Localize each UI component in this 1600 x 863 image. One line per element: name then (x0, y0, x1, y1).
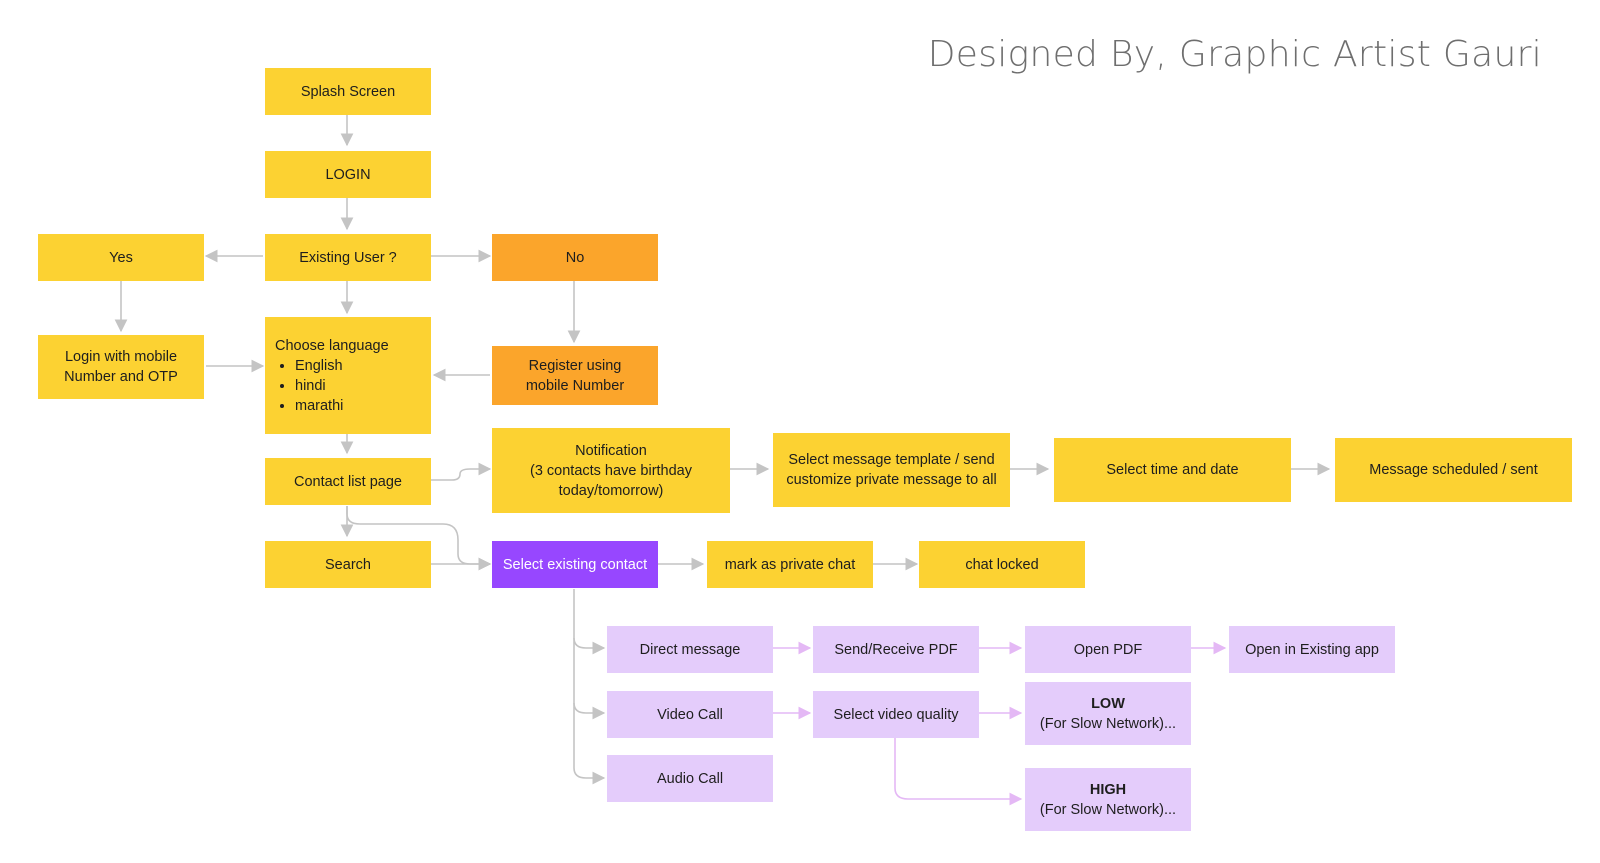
notification-line1: Notification (575, 442, 647, 459)
language-option-english: English (295, 356, 343, 376)
low-quality-label: LOW (1091, 695, 1125, 712)
login-node: LOGIN (265, 151, 431, 198)
contact-list-label: Contact list page (293, 473, 402, 490)
select-contact-label: Select existing contact (502, 556, 648, 573)
low-quality-node: LOW (For Slow Network)... (1025, 682, 1191, 745)
notification-node: Notification (3 contacts have birthday t… (492, 428, 730, 513)
chat-locked-node: chat locked (919, 541, 1085, 588)
high-quality-label: HIGH (1089, 781, 1127, 798)
register-line2: mobile Number (525, 377, 625, 394)
select-time-label: Select time and date (1106, 462, 1239, 478)
select-template-line1: Select message template / send (788, 452, 995, 468)
open-pdf-label: Open PDF (1073, 641, 1143, 658)
splash-screen-node: Splash Screen (265, 68, 431, 115)
mark-private-label: mark as private chat (724, 556, 856, 573)
language-options: English hindi marathi (275, 356, 343, 416)
direct-message-node: Direct message (607, 626, 773, 673)
login-otp-line2: Number and OTP (64, 369, 178, 385)
select-quality-label: Select video quality (833, 706, 959, 723)
choose-language-node: Choose language English hindi marathi (265, 317, 431, 434)
arrow-quality-to-high (894, 738, 1023, 806)
high-quality-node: HIGH (For Slow Network)... (1025, 768, 1191, 831)
designer-credit: Designed By, Graphic Artist Gauri (927, 34, 1542, 75)
scheduled-node: Message scheduled / sent (1335, 438, 1572, 502)
mark-private-node: mark as private chat (707, 541, 873, 588)
low-quality-note: (For Slow Network)... (1039, 715, 1177, 732)
select-time-node: Select time and date (1054, 438, 1291, 502)
existing-user-node: Existing User ? (265, 234, 431, 281)
arrow-contacts-to-select-contact (346, 506, 492, 571)
search-label: Search (325, 556, 371, 573)
register-node: Register using mobile Number (492, 346, 658, 405)
high-quality-note: (For Slow Network)... (1039, 801, 1177, 818)
splash-screen-label: Splash Screen (300, 83, 396, 100)
login-otp-node: Login with mobile Number and OTP (38, 335, 204, 399)
no-label: No (565, 249, 585, 266)
notification-line3: today/tomorrow) (558, 482, 664, 499)
arrow-branch-to-video-call (573, 702, 606, 720)
language-option-marathi: marathi (295, 396, 343, 416)
scheduled-label: Message scheduled / sent (1369, 462, 1538, 478)
arrow-select-contact-branch (573, 589, 606, 785)
open-existing-app-node: Open in Existing app (1229, 626, 1395, 673)
audio-call-node: Audio Call (607, 755, 773, 802)
arrow-contacts-to-notification (431, 462, 492, 481)
language-option-hindi: hindi (295, 376, 343, 396)
choose-language-heading: Choose language (275, 337, 389, 354)
select-template-line2: customize private message to all (786, 472, 997, 488)
video-call-label: Video Call (657, 706, 723, 723)
send-pdf-node: Send/Receive PDF (813, 626, 979, 673)
chat-locked-label: chat locked (965, 556, 1039, 573)
yes-node: Yes (38, 234, 204, 281)
register-line1: Register using (528, 357, 622, 374)
login-otp-line1: Login with mobile (64, 349, 178, 365)
search-node: Search (265, 541, 431, 588)
audio-call-label: Audio Call (656, 770, 724, 787)
arrow-branch-to-direct-message (573, 637, 606, 655)
video-call-node: Video Call (607, 691, 773, 738)
open-existing-app-label: Open in Existing app (1245, 641, 1379, 658)
login-label: LOGIN (325, 166, 371, 183)
send-pdf-label: Send/Receive PDF (834, 641, 958, 658)
select-contact-node: Select existing contact (492, 541, 658, 588)
notification-line2: (3 contacts have birthday (529, 462, 692, 479)
open-pdf-node: Open PDF (1025, 626, 1191, 673)
select-quality-node: Select video quality (813, 691, 979, 738)
select-template-node: Select message template / send customize… (773, 433, 1010, 507)
existing-user-label: Existing User ? (299, 249, 397, 266)
contact-list-node: Contact list page (265, 458, 431, 505)
direct-message-label: Direct message (639, 641, 741, 658)
no-node: No (492, 234, 658, 281)
yes-label: Yes (109, 249, 133, 266)
